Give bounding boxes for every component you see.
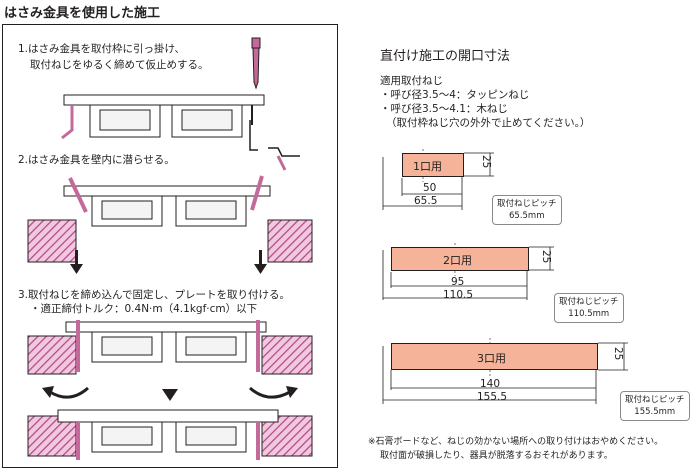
pitch-badge-3-port-value: 155.5mm bbox=[634, 407, 676, 417]
pitch-badge-3-port-title: 取付ねじピッチ bbox=[625, 395, 685, 405]
warning-note-line1: ※石膏ボードなど、ねじの効かない場所への取り付けはおやめください。 bbox=[368, 437, 664, 447]
opening-3-port-pitch: 155.5 bbox=[477, 391, 508, 403]
screw-heading: 適用取付ねじ bbox=[380, 75, 443, 87]
final-wall-left bbox=[27, 415, 77, 457]
pitch-badge-1-port: 取付ねじピッチ 65.5mm bbox=[492, 195, 562, 225]
screw-line-2: ・呼び径3.5～4.1：木ねじ bbox=[380, 103, 508, 115]
down-triangle-icon bbox=[162, 389, 178, 401]
opening-3-port-width: 140 bbox=[480, 378, 501, 390]
opening-3-port bbox=[391, 343, 598, 370]
opening-3-port-label: 3口用 bbox=[477, 352, 506, 365]
down-arrow-icon bbox=[70, 250, 267, 274]
step-3-text-line2: ・適正締付トルク：0.4N·m（4.1kgf·cm）以下 bbox=[30, 303, 258, 315]
opening-2-port-label: 2口用 bbox=[443, 254, 472, 267]
rotate-arrow-icon bbox=[49, 386, 291, 399]
step1-device-drawing bbox=[61, 94, 265, 140]
step2-device-drawing bbox=[63, 175, 271, 227]
pitch-badge-3-port: 取付ねじピッチ 155.5mm bbox=[620, 391, 690, 421]
opening-2-port-pitch: 110.5 bbox=[443, 289, 474, 301]
pitch-badge-1-port-value: 65.5mm bbox=[509, 211, 545, 221]
opening-1-port-label: 1口用 bbox=[413, 160, 442, 173]
step2-wall-left bbox=[27, 219, 77, 263]
fitting-parts-icon bbox=[249, 120, 300, 171]
screw-icon bbox=[251, 37, 261, 90]
dimension-lines bbox=[382, 152, 628, 404]
pitch-badge-1-port-title: 取付ねじピッチ bbox=[497, 199, 557, 209]
final-device-drawing bbox=[57, 409, 279, 460]
final-wall-right bbox=[261, 415, 313, 457]
opening-3-port-height: 25 bbox=[612, 347, 624, 361]
pitch-badge-2-port: 取付ねじピッチ 110.5mm bbox=[554, 293, 624, 323]
step-3-text-line1: 3.取付ねじを締め込んで固定し、プレートを取り付ける。 bbox=[18, 289, 290, 301]
step3-wall-left bbox=[27, 335, 77, 375]
step2-wall-right bbox=[267, 219, 313, 263]
pitch-badge-2-port-title: 取付ねじピッチ bbox=[559, 297, 619, 307]
opening-2-port-height: 25 bbox=[540, 250, 552, 264]
pitch-badge-2-port-value: 110.5mm bbox=[568, 309, 610, 319]
opening-dimensions-title: 直付け施工の開口寸法 bbox=[380, 49, 511, 64]
page-title: はさみ金具を使用した施工 bbox=[4, 6, 161, 21]
opening-1-port bbox=[402, 153, 464, 177]
step-1-text-line2: 取付ねじをゆるく締めて仮止めする。 bbox=[30, 59, 209, 71]
step3-device-drawing bbox=[65, 320, 267, 372]
step3-wall-right bbox=[261, 335, 313, 375]
step-2-text: 2.はさみ金具を壁内に潜らせる。 bbox=[18, 154, 175, 166]
opening-1-port-height: 25 bbox=[480, 155, 492, 169]
screw-line-3: （取付枠ねじ穴の外外で止めてください。） bbox=[386, 117, 591, 129]
opening-2-port bbox=[391, 247, 529, 271]
opening-1-port-pitch: 65.5 bbox=[414, 195, 438, 207]
screw-line-1: ・呼び径3.5～4：タッピンねじ bbox=[380, 89, 530, 101]
installation-steps-panel bbox=[2, 24, 338, 468]
step-1-text-line1: 1.はさみ金具を取付枠に引っ掛け、 bbox=[18, 43, 185, 55]
warning-note-line2: 取付面が破損したり、器具が脱落するおそれがあります。 bbox=[380, 451, 613, 461]
opening-1-port-width: 50 bbox=[423, 182, 437, 194]
opening-2-port-width: 95 bbox=[451, 276, 465, 288]
